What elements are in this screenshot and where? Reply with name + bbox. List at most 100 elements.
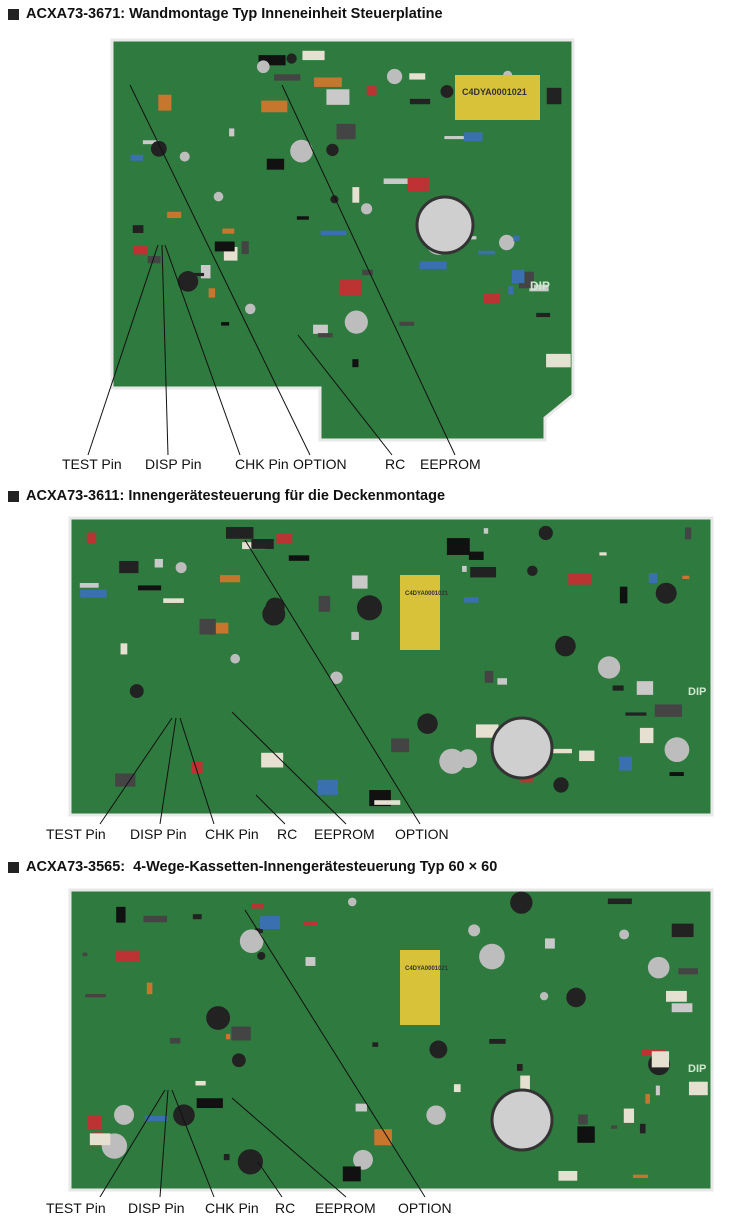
- dip-marking: DIP: [688, 1063, 706, 1075]
- pcb-component: [223, 1154, 230, 1161]
- pcb-component: [352, 575, 368, 589]
- pcb-component: [302, 50, 325, 61]
- pcb-component: [546, 353, 571, 368]
- pcb-component: [230, 653, 241, 664]
- pcb-component: [326, 89, 350, 105]
- pcb-component: [671, 923, 694, 938]
- pcb-component: [511, 269, 525, 284]
- pcb-component: [475, 724, 499, 738]
- pcb-component: [417, 713, 438, 734]
- pcb-component: [483, 293, 501, 304]
- pcb-component: [636, 681, 654, 695]
- pcb-component: [360, 203, 373, 215]
- pcb-component: [200, 264, 211, 279]
- pcb-component: [483, 528, 489, 534]
- pcb-component: [208, 288, 216, 298]
- capacitor: [490, 1088, 554, 1152]
- pcb-component: [221, 322, 230, 326]
- pcb-component: [444, 136, 472, 140]
- label-option: OPTION: [395, 826, 449, 842]
- capacitor: [490, 716, 554, 780]
- pcb-component: [578, 1114, 588, 1125]
- pcb-component: [116, 906, 126, 923]
- pcb-component: [468, 924, 481, 937]
- pcb-component: [671, 1003, 693, 1013]
- pcb-component: [409, 73, 426, 80]
- pcb-component: [274, 74, 301, 81]
- pcb-component: [286, 53, 297, 64]
- pcb-component: [623, 1108, 635, 1123]
- pcb-component: [520, 1075, 530, 1090]
- pcb-component: [261, 752, 284, 768]
- pcb-component: [313, 324, 328, 334]
- section-3-heading: ACXA73-3565: 4-Wege-Kassetten-Innengerät…: [8, 859, 497, 875]
- pcb-component: [639, 1123, 646, 1134]
- pcb-component: [231, 1053, 246, 1068]
- pcb-component: [553, 777, 569, 793]
- pcb-component: [132, 225, 144, 233]
- pcb-component: [338, 279, 362, 296]
- pcb-component: [666, 990, 687, 1002]
- pcb-component: [669, 772, 684, 777]
- pcb-component: [648, 572, 658, 584]
- pcb-component: [167, 211, 182, 218]
- pcb-component: [142, 140, 159, 145]
- pcb-component: [536, 312, 551, 318]
- pcb-component: [647, 956, 670, 979]
- pcb-component: [226, 1033, 231, 1040]
- pcb-component: [344, 310, 368, 334]
- chip-marking: C4DYA0001021: [405, 966, 449, 972]
- pcb-component: [80, 589, 107, 598]
- pcb-component: [222, 228, 235, 234]
- pcb-component: [351, 631, 359, 640]
- label-rc: RC: [277, 826, 298, 842]
- pcb-component: [330, 671, 343, 684]
- label-chk-pin: CHK Pin: [205, 826, 259, 842]
- pcb-component: [446, 538, 470, 555]
- pcb-component: [261, 100, 288, 113]
- bullet-icon: [8, 861, 19, 873]
- pcb-component: [597, 656, 621, 679]
- pcb-component: [276, 534, 293, 544]
- pcb-component: [688, 1081, 708, 1096]
- pcb-component: [462, 565, 467, 572]
- pcb-component: [143, 915, 168, 923]
- pcb-component: [120, 643, 128, 655]
- pcb-component: [251, 539, 274, 549]
- pcb-component: [419, 261, 447, 270]
- pcb-component: [632, 1174, 649, 1178]
- pcb-component: [231, 1026, 251, 1041]
- pcb-component: [119, 560, 139, 574]
- pcb-component: [684, 527, 692, 540]
- pcb-component: [265, 597, 285, 617]
- pcb-component: [440, 85, 454, 98]
- chip-marking: C4DYA0001021: [462, 87, 527, 97]
- pcb-component: [612, 685, 624, 691]
- pcb-component: [478, 250, 496, 255]
- pcb-component: [470, 566, 497, 578]
- pcb-component: [399, 321, 415, 326]
- pcb-component: [163, 598, 184, 603]
- pcb-component: [484, 670, 494, 683]
- pcb-component: [391, 738, 410, 753]
- dip-marking: DIP: [688, 686, 706, 698]
- pcb-component: [374, 1129, 393, 1146]
- label-test-pin: TEST Pin: [46, 826, 106, 842]
- pcb-component: [546, 87, 562, 105]
- label-eeprom: EEPROM: [314, 826, 375, 842]
- pcb-component: [508, 286, 514, 295]
- pcb-component: [682, 575, 690, 579]
- pcb-component: [458, 749, 478, 769]
- pcb-component: [336, 123, 356, 140]
- pcb-component: [214, 241, 235, 252]
- pcb-component: [439, 748, 465, 774]
- pcb-component: [173, 1104, 195, 1126]
- pcb-component: [305, 957, 316, 966]
- pcb-component: [196, 1098, 223, 1109]
- pcb-component: [529, 284, 549, 292]
- pcb-component: [651, 1051, 670, 1068]
- pcb-component: [639, 727, 654, 744]
- pcb-component: [169, 1037, 181, 1044]
- pcb-component: [538, 525, 553, 541]
